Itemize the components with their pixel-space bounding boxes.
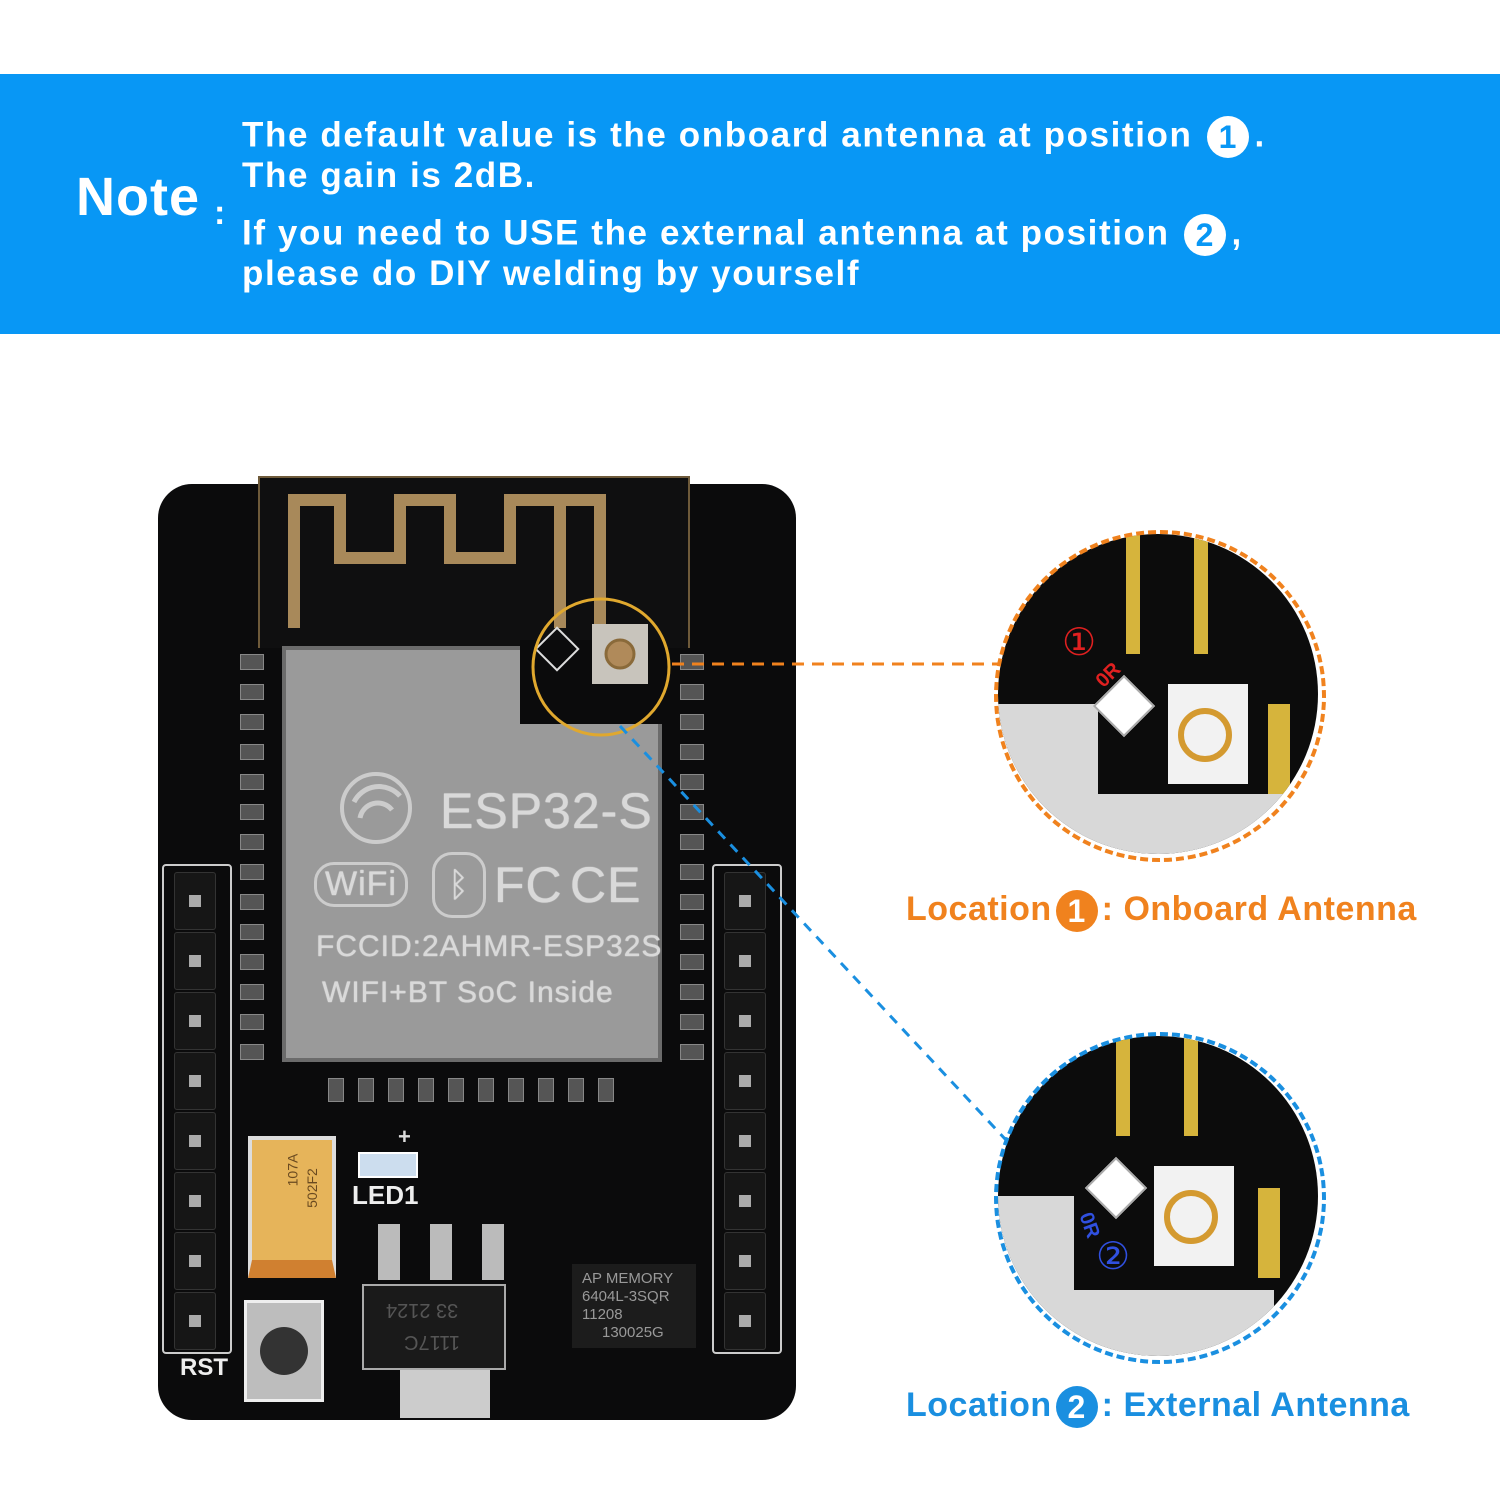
bluetooth-icon: ᛒ xyxy=(432,852,486,918)
pcb-antenna-trace-icon xyxy=(288,494,606,628)
led1-indicator xyxy=(358,1152,418,1178)
onboard-antenna-area xyxy=(258,476,690,648)
fccid-text: FCCID:2AHMR-ESP32S xyxy=(316,930,663,963)
position-2-marker-icon: 2 xyxy=(1183,214,1226,256)
wifi-logo: WiFi xyxy=(314,862,408,907)
onboard-antenna-zoom-border xyxy=(994,530,1326,862)
led1-label: LED1 xyxy=(352,1180,419,1210)
voltage-regulator: 33 2124 1117C xyxy=(362,1284,506,1370)
location-2-marker-icon: 2 xyxy=(1055,1386,1098,1429)
ce-logo: CE xyxy=(570,857,642,913)
led-plus-marker: + xyxy=(398,1124,411,1149)
note-banner: Note : The default value is the onboard … xyxy=(0,74,1500,334)
note-colon: : xyxy=(214,194,226,232)
location-1-marker-icon: 1 xyxy=(1055,890,1098,933)
soc-text: WIFI+BT SoC Inside xyxy=(322,976,614,1009)
external-antenna-zoom-border xyxy=(994,1032,1326,1364)
note-heading: Note xyxy=(76,167,200,227)
note-line-3: If you need to USE the external antenna … xyxy=(242,214,1243,256)
note-line-1: The default value is the onboard antenna… xyxy=(242,116,1266,158)
ufl-connector-highlight-icon xyxy=(531,597,671,737)
espressif-logo-icon xyxy=(340,772,412,844)
reset-label: RST xyxy=(180,1354,228,1381)
reset-button-knob[interactable] xyxy=(260,1327,308,1375)
reset-button[interactable] xyxy=(244,1300,324,1402)
tantalum-capacitor: 107A 502F2 xyxy=(248,1136,336,1278)
right-header-pins xyxy=(712,864,782,1354)
note-line-4: please do DIY welding by yourself xyxy=(242,254,861,293)
psram-chip: AP MEMORY 6404L-3SQR 11208 130025G xyxy=(572,1264,696,1348)
note-line-2: The gain is 2dB. xyxy=(242,156,536,195)
fcc-logo: FC xyxy=(494,857,563,913)
position-1-marker-icon: 1 xyxy=(1206,116,1249,158)
left-header-pins xyxy=(162,864,232,1354)
module-title: ESP32-S xyxy=(440,783,653,839)
